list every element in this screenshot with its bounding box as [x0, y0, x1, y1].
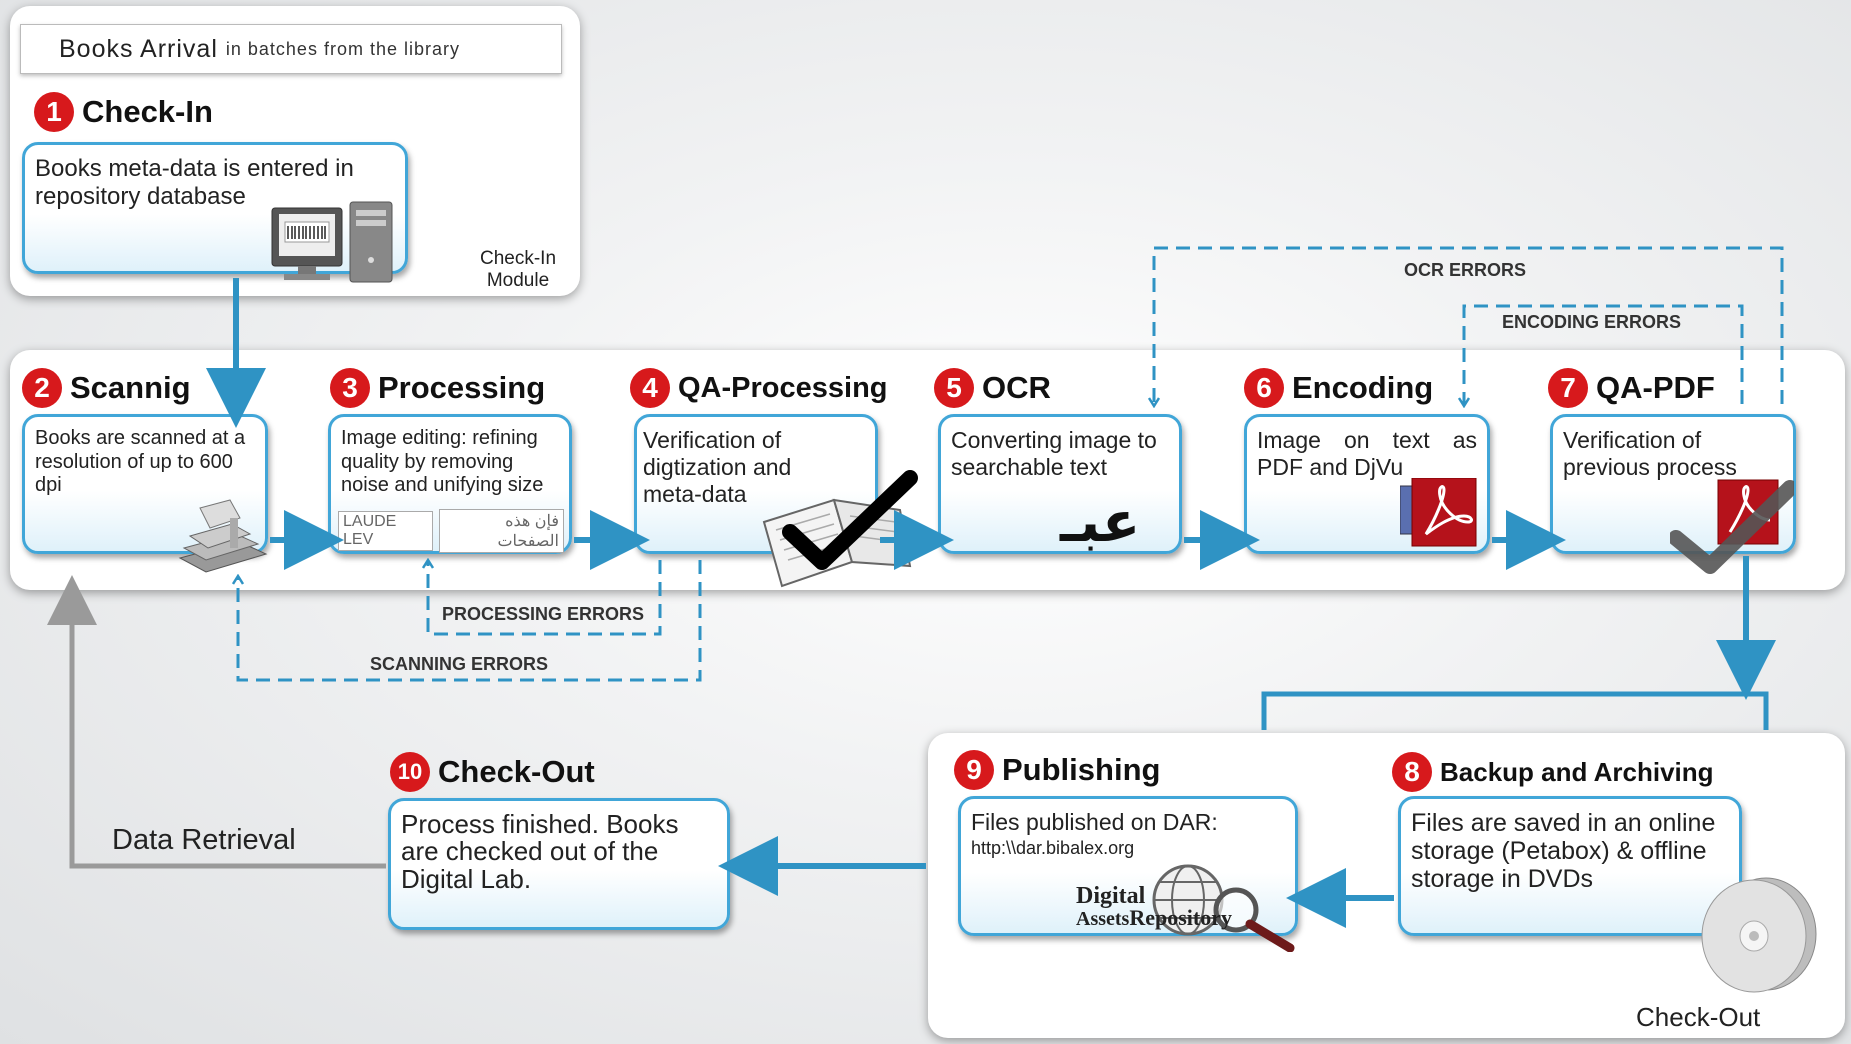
encoding-text: Image on text as PDF and DjVu	[1257, 427, 1477, 481]
processing-errors-label: PROCESSING ERRORS	[442, 604, 645, 624]
ocr-text: Converting image to searchable text	[951, 427, 1157, 481]
pdf-check-icon	[1668, 476, 1798, 576]
step-5-title: 5 OCR	[934, 368, 1051, 408]
step-8-title: 8 Backup and Archiving	[1392, 752, 1714, 792]
connector-bracket	[1261, 691, 1769, 730]
step-10-label: Check-Out	[438, 754, 595, 789]
step-3-number: 3	[330, 368, 370, 408]
dar-logo-line-2: Assets	[1076, 907, 1130, 930]
check-in-box: Books meta-data is entered in repository…	[22, 142, 408, 274]
check-out-box: Process finished. Books are checked out …	[388, 798, 730, 930]
step-6-title: 6 Encoding	[1244, 368, 1433, 408]
step-7-label: QA-PDF	[1596, 370, 1715, 405]
step-3-label: Processing	[378, 370, 546, 405]
data-retrieval-label: Data Retrieval	[112, 824, 296, 856]
data-retrieval-loop	[47, 575, 386, 869]
qa-pdf-text: Verification of previous process	[1563, 427, 1737, 481]
step-5-label: OCR	[982, 370, 1051, 405]
step-4-number: 4	[630, 368, 670, 408]
step-8-label: Backup and Archiving	[1440, 756, 1714, 787]
book-check-icon	[760, 470, 920, 590]
check-in-text: Books meta-data is entered in repository…	[35, 155, 354, 211]
books-arrival-header: Books Arrival in batches from the librar…	[20, 24, 562, 74]
step-7-title: 7 QA-PDF	[1548, 368, 1715, 408]
processing-text: Image editing: refining quality by remov…	[341, 427, 544, 497]
dar-logo-line-3: Repository	[1129, 904, 1232, 930]
dar-logo-text: Digital AssetsRepository	[1076, 883, 1232, 930]
check-in-module-label: Check-In Module	[479, 248, 557, 291]
dar-logo	[1076, 860, 1306, 953]
pdf-file-icon	[1399, 477, 1480, 548]
step-3-title: 3 Processing	[330, 368, 545, 408]
processing-errors-loop	[428, 560, 662, 636]
sample-latin-text: LAUDE LEV	[338, 511, 433, 551]
step-10-number: 10	[390, 752, 430, 792]
disc-icon	[1692, 876, 1820, 994]
step-9-number: 9	[954, 750, 994, 790]
sample-arabic-text: فإن هذه الصفحات	[438, 509, 564, 553]
books-arrival-title: Books Arrival	[59, 34, 218, 63]
step-6-label: Encoding	[1292, 370, 1434, 405]
step-1-number: 1	[34, 92, 74, 132]
processing-sample-strip: LAUDE LEV فإن هذه الصفحات	[338, 509, 564, 553]
publishing-url: http:\\dar.bibalex.org	[971, 838, 1135, 859]
encoding-errors-label: ENCODING ERRORS	[1502, 312, 1682, 332]
step-10-title: 10 Check-Out	[390, 752, 595, 792]
step-2-title: 2 Scannig	[22, 368, 191, 408]
books-arrival-subtitle: in batches from the library	[225, 38, 460, 59]
publishing-text: Files published on DAR:	[971, 809, 1218, 835]
qa-processing-box: Verification of digtization and meta-dat…	[634, 414, 878, 554]
step-2-number: 2	[22, 368, 62, 408]
check-out-caption: Check-Out	[1636, 1002, 1761, 1032]
qa-processing-text: Verification of digtization and meta-dat…	[643, 427, 792, 508]
dar-logo-line-1: Digital	[1076, 883, 1146, 909]
computer-icon	[270, 200, 400, 290]
step-4-title: 4 QA-Processing	[630, 368, 888, 408]
scanning-text: Books are scanned at a resolution of up …	[35, 427, 246, 497]
encoding-errors-loop	[1464, 304, 1744, 406]
scanner-icon	[170, 488, 270, 580]
ocr-errors-label: OCR ERRORS	[1404, 260, 1527, 280]
step-9-label: Publishing	[1002, 752, 1161, 787]
backup-text: Files are saved in an online storage (Pe…	[1411, 809, 1716, 893]
ocr-arabic-glyph: عبـ	[1060, 490, 1141, 555]
step-4-label: QA-Processing	[678, 371, 888, 404]
scanning-errors-loop	[238, 560, 702, 682]
step-1-title: 1 Check-In	[34, 92, 213, 132]
scanning-errors-label: SCANNING ERRORS	[370, 654, 549, 674]
step-6-number: 6	[1244, 368, 1284, 408]
ocr-box: Converting image to searchable text	[938, 414, 1182, 554]
step-7-number: 7	[1548, 368, 1588, 408]
scanning-box: Books are scanned at a resolution of up …	[22, 414, 268, 554]
step-8-number: 8	[1392, 752, 1432, 792]
check-out-text: Process finished. Books are checked out …	[401, 809, 679, 894]
step-2-label: Scannig	[70, 370, 191, 405]
step-1-label: Check-In	[82, 94, 213, 129]
step-9-title: 9 Publishing	[954, 750, 1160, 790]
backup-box: Files are saved in an online storage (Pe…	[1398, 796, 1742, 936]
step-5-number: 5	[934, 368, 974, 408]
ocr-errors-loop	[1154, 246, 1784, 406]
